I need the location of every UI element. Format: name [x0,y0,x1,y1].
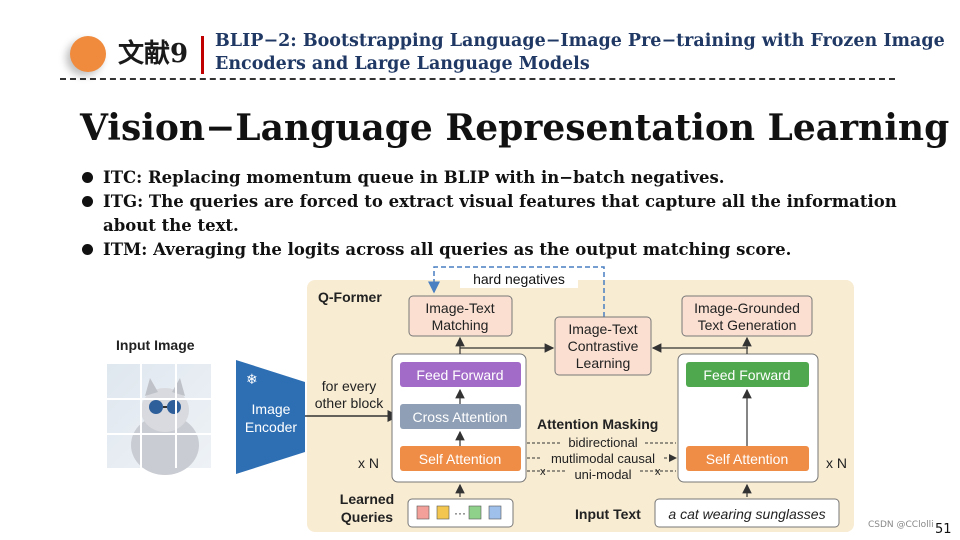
image-encoder [236,360,305,474]
left-feed-forward-label: Feed Forward [416,367,503,383]
query-token-4 [488,505,502,520]
qformer-label: Q-Former [318,289,382,305]
itc-box [554,316,652,376]
paper-title: BLIP−2: Bootstrapping Language−Image Pre… [215,31,945,74]
for-every-label-1: for every [322,378,376,394]
learned-queries-box [407,498,514,528]
bullet-itg: ITG: The queries are forced to extract v… [80,190,930,238]
slide-title: Vision−Language Representation Learning [80,107,950,149]
right-self-attention [686,446,809,471]
mask-unimodal: uni-modal [574,467,631,482]
snowflake-icon: ❄ [246,371,258,387]
header-rule [60,78,895,80]
encoder-label-line2: Encoder [245,419,297,435]
repeat-label-right: x N [826,455,847,471]
right-self-attention-label: Self Attention [706,451,789,467]
left-self-attention [400,446,521,471]
itm-label-1: Image-Text [425,300,494,316]
query-token-ellipsis: ··· [454,506,466,520]
learned-queries-label-2: Queries [341,509,393,525]
itg-label-1: Image-Grounded [694,300,800,316]
for-every-label-2: other block [315,395,384,411]
right-feed-forward [686,362,809,387]
right-feed-forward-label: Feed Forward [703,367,790,383]
bullet-itm: ITM: Averaging the logits across all que… [80,238,930,262]
itc-label-3: Learning [576,355,631,371]
watermark: CSDN @CClolli [868,520,934,530]
repeat-label-left: x N [358,455,379,471]
query-token-1 [416,505,430,520]
input-text-label: Input Text [575,506,641,522]
cross-attention-label: Cross Attention [413,409,508,425]
input-image-label: Input Image [116,337,195,353]
query-token-2 [436,505,450,520]
left-self-attention-label: Self Attention [419,451,502,467]
header-dot [70,36,106,72]
itc-label-2: Contrastive [568,338,639,354]
hard-negatives-label: hard negatives [473,271,565,287]
mask-multimodal-causal: mutlimodal causal [551,451,655,466]
encoder-label-line1: Image [252,401,291,417]
left-feed-forward [400,362,521,387]
svg-text:x: x [655,466,661,478]
header-divider [201,36,204,74]
bullet-itc: ITC: Replacing momentum queue in BLIP wi… [80,166,930,190]
hard-negatives-link [428,266,605,317]
itg-box [681,295,813,337]
input-text-box [654,498,840,528]
learned-queries-label-1: Learned [340,491,394,507]
query-token-3 [468,505,482,520]
mask-bidirectional: bidirectional [568,435,637,450]
itc-label-1: Image-Text [568,321,637,337]
attention-masking-label: Attention Masking [537,416,658,432]
itm-label-2: Matching [432,317,489,333]
input-image [107,364,211,475]
itg-label-2: Text Generation [698,317,797,333]
bullet-list: ITC: Replacing momentum queue in BLIP wi… [80,166,930,262]
paper-number: 文献9 [118,39,189,69]
hard-negatives-label-bg [460,268,578,288]
page-number: 51 [935,522,952,537]
svg-text:x: x [540,466,546,478]
itm-box [408,295,513,337]
cross-attention [400,404,521,429]
input-text-value: a cat wearing sunglasses [668,506,825,522]
